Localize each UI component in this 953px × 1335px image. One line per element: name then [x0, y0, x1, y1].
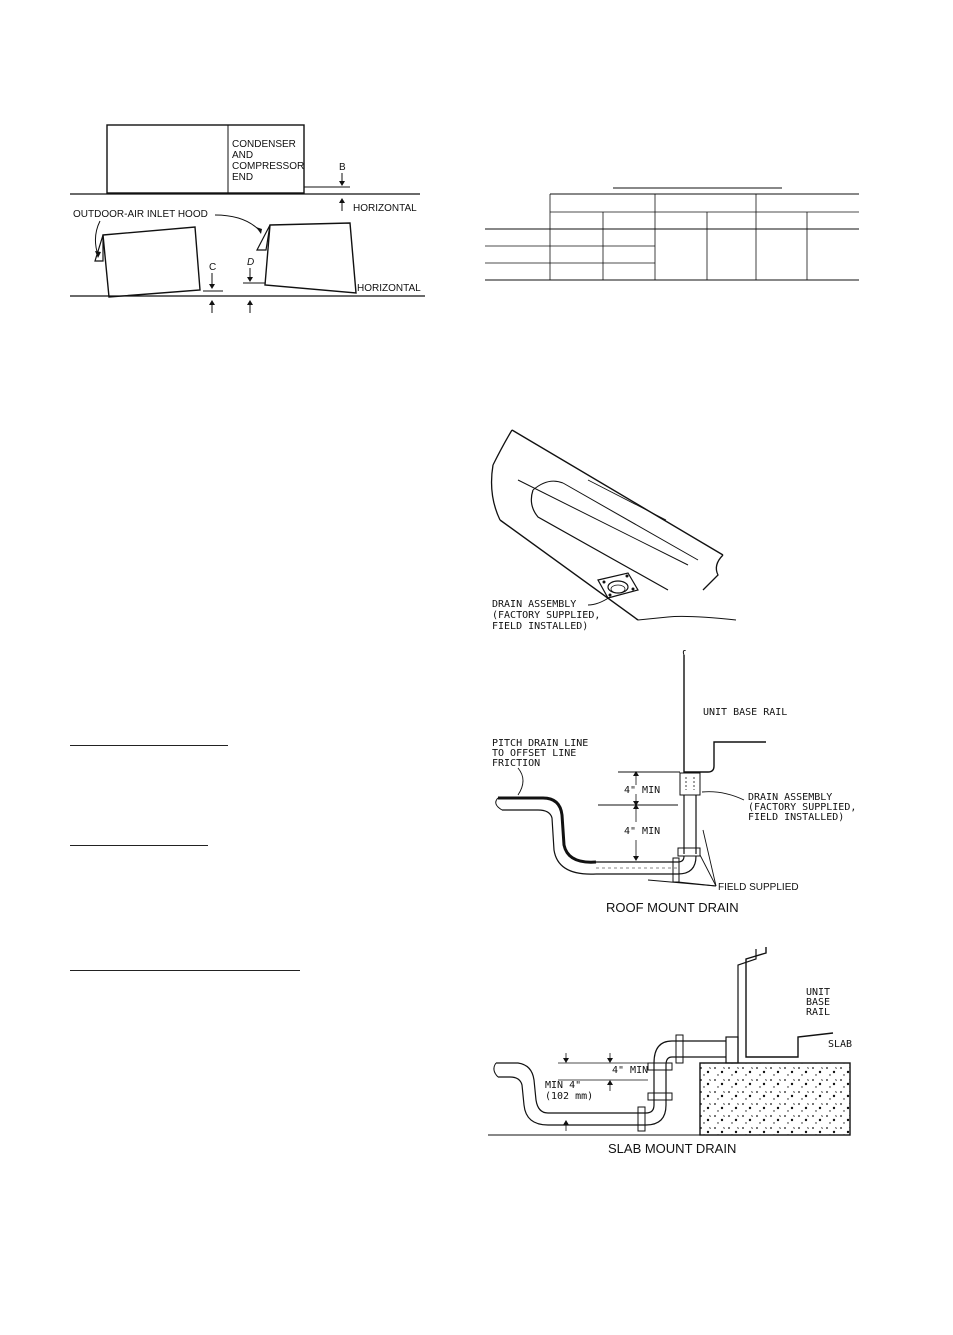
min-4-label: 4" MIN [612, 1065, 648, 1076]
drain-assembly-label: DRAIN ASSEMBLY [492, 599, 576, 610]
svg-text:END: END [232, 172, 253, 183]
slab-label: SLAB [828, 1039, 852, 1050]
roof-mount-drain-figure: UNIT BASE RAIL 4" MIN 4" MIN PITCH DRAIN… [492, 650, 856, 915]
pitch-drain-label: PITCH DRAIN LINE [492, 738, 588, 749]
min-4-mm-label: MIN 4" [545, 1080, 581, 1091]
condenser-label: CONDENSER [232, 139, 296, 150]
svg-text:FRICTION: FRICTION [492, 758, 540, 769]
b-label: B [339, 162, 346, 173]
concrete-slab [699, 1062, 851, 1136]
svg-text:RAIL: RAIL [806, 1007, 830, 1018]
c-label: C [209, 262, 216, 273]
svg-text:BASE: BASE [806, 997, 830, 1008]
unit-base-rail-label: UNIT BASE RAIL [703, 707, 787, 718]
slab-mount-caption: SLAB MOUNT DRAIN [608, 1141, 736, 1156]
min-top-label: 4" MIN [624, 785, 660, 796]
drain-pan-figure: DRAIN ASSEMBLY (FACTORY SUPPLIED, FIELD … [490, 429, 737, 632]
slab-mount-drain-figure: SLAB UNIT BASE RAIL 4" MIN MIN 4" (102 m… [488, 947, 852, 1156]
svg-text:(FACTORY SUPPLIED,: (FACTORY SUPPLIED, [492, 610, 600, 621]
hood-label: OUTDOOR-AIR INLET HOOD [73, 209, 208, 220]
svg-text:TO OFFSET LINE: TO OFFSET LINE [492, 748, 576, 759]
section-rule-3 [70, 970, 300, 971]
horizontal-label-1: HORIZONTAL [353, 203, 417, 214]
min-bottom-label: 4" MIN [624, 826, 660, 837]
horizontal-label-2: HORIZONTAL [357, 283, 421, 294]
d-label: D [247, 257, 254, 268]
section-rule-1 [70, 745, 228, 746]
unit-side-view [106, 124, 305, 194]
roof-mount-caption: ROOF MOUNT DRAIN [606, 900, 739, 915]
svg-text:(102 mm): (102 mm) [545, 1091, 593, 1102]
svg-text:COMPRESSOR: COMPRESSOR [232, 161, 304, 172]
unit-base-rail-label: UNIT [806, 987, 830, 998]
section-rule-2 [70, 845, 208, 846]
drain-assembly-label: DRAIN ASSEMBLY [748, 792, 832, 803]
unit-level-figure: CONDENSER AND COMPRESSOR END B HORIZONTA… [70, 124, 425, 313]
svg-text:AND: AND [232, 150, 253, 161]
tilted-unit-right [256, 222, 357, 294]
svg-text:(FACTORY SUPPLIED,: (FACTORY SUPPLIED, [748, 802, 856, 813]
field-supplied-label: FIELD SUPPLIED [718, 882, 799, 893]
drain-assembly-plate [597, 572, 639, 599]
svg-text:FIELD INSTALLED): FIELD INSTALLED) [492, 621, 588, 632]
svg-text:FIELD INSTALLED): FIELD INSTALLED) [748, 812, 844, 823]
empty-table [485, 187, 859, 281]
tilted-unit-left [94, 226, 201, 298]
